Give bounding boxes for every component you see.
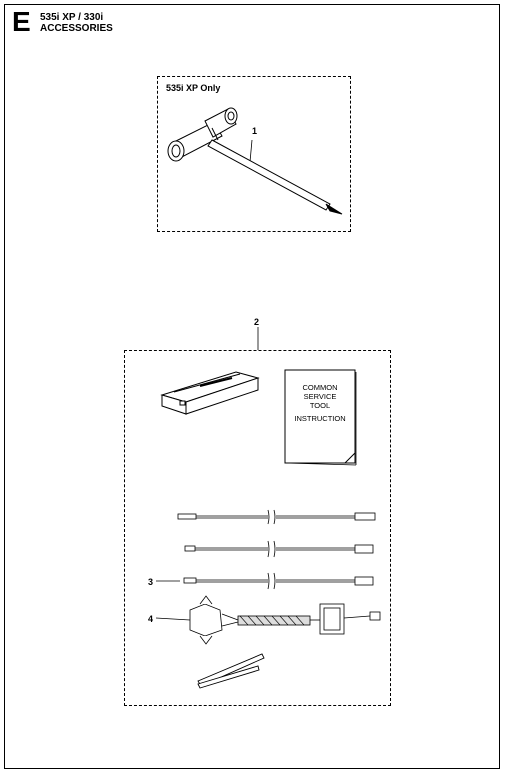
section-letter: E: [12, 6, 31, 37]
manual-line-4: INSTRUCTION: [294, 414, 346, 423]
cable-b-icon: [184, 540, 374, 558]
page-frame: [4, 4, 500, 769]
manual-line-3: TOOL: [309, 401, 331, 410]
leader-line-1: [249, 139, 253, 163]
manual-line-2: SERVICE: [303, 392, 337, 401]
cable-c-icon: [183, 572, 374, 590]
manual-line-1: COMMON: [302, 383, 338, 392]
callout-2: 2: [254, 317, 260, 327]
category-title: ACCESSORIES: [40, 23, 113, 34]
service-tool-case-icon: [160, 371, 260, 415]
combination-wrench-icon: [167, 107, 343, 215]
instruction-manual-icon: [284, 369, 357, 466]
cable-a-icon: [177, 509, 376, 525]
group-box-535i-only: [157, 76, 351, 232]
clip-adapter-cable-icon: [189, 595, 381, 645]
callout-4: 4: [148, 614, 154, 624]
model-title: 535i XP / 330i: [40, 12, 104, 23]
tweezers-icon: [197, 653, 265, 689]
group-box-service-kit: [124, 350, 391, 706]
callout-3: 3: [148, 577, 154, 587]
callout-1: 1: [252, 126, 258, 136]
group-box-label: 535i XP Only: [166, 83, 221, 93]
leader-line-4: [155, 617, 191, 621]
